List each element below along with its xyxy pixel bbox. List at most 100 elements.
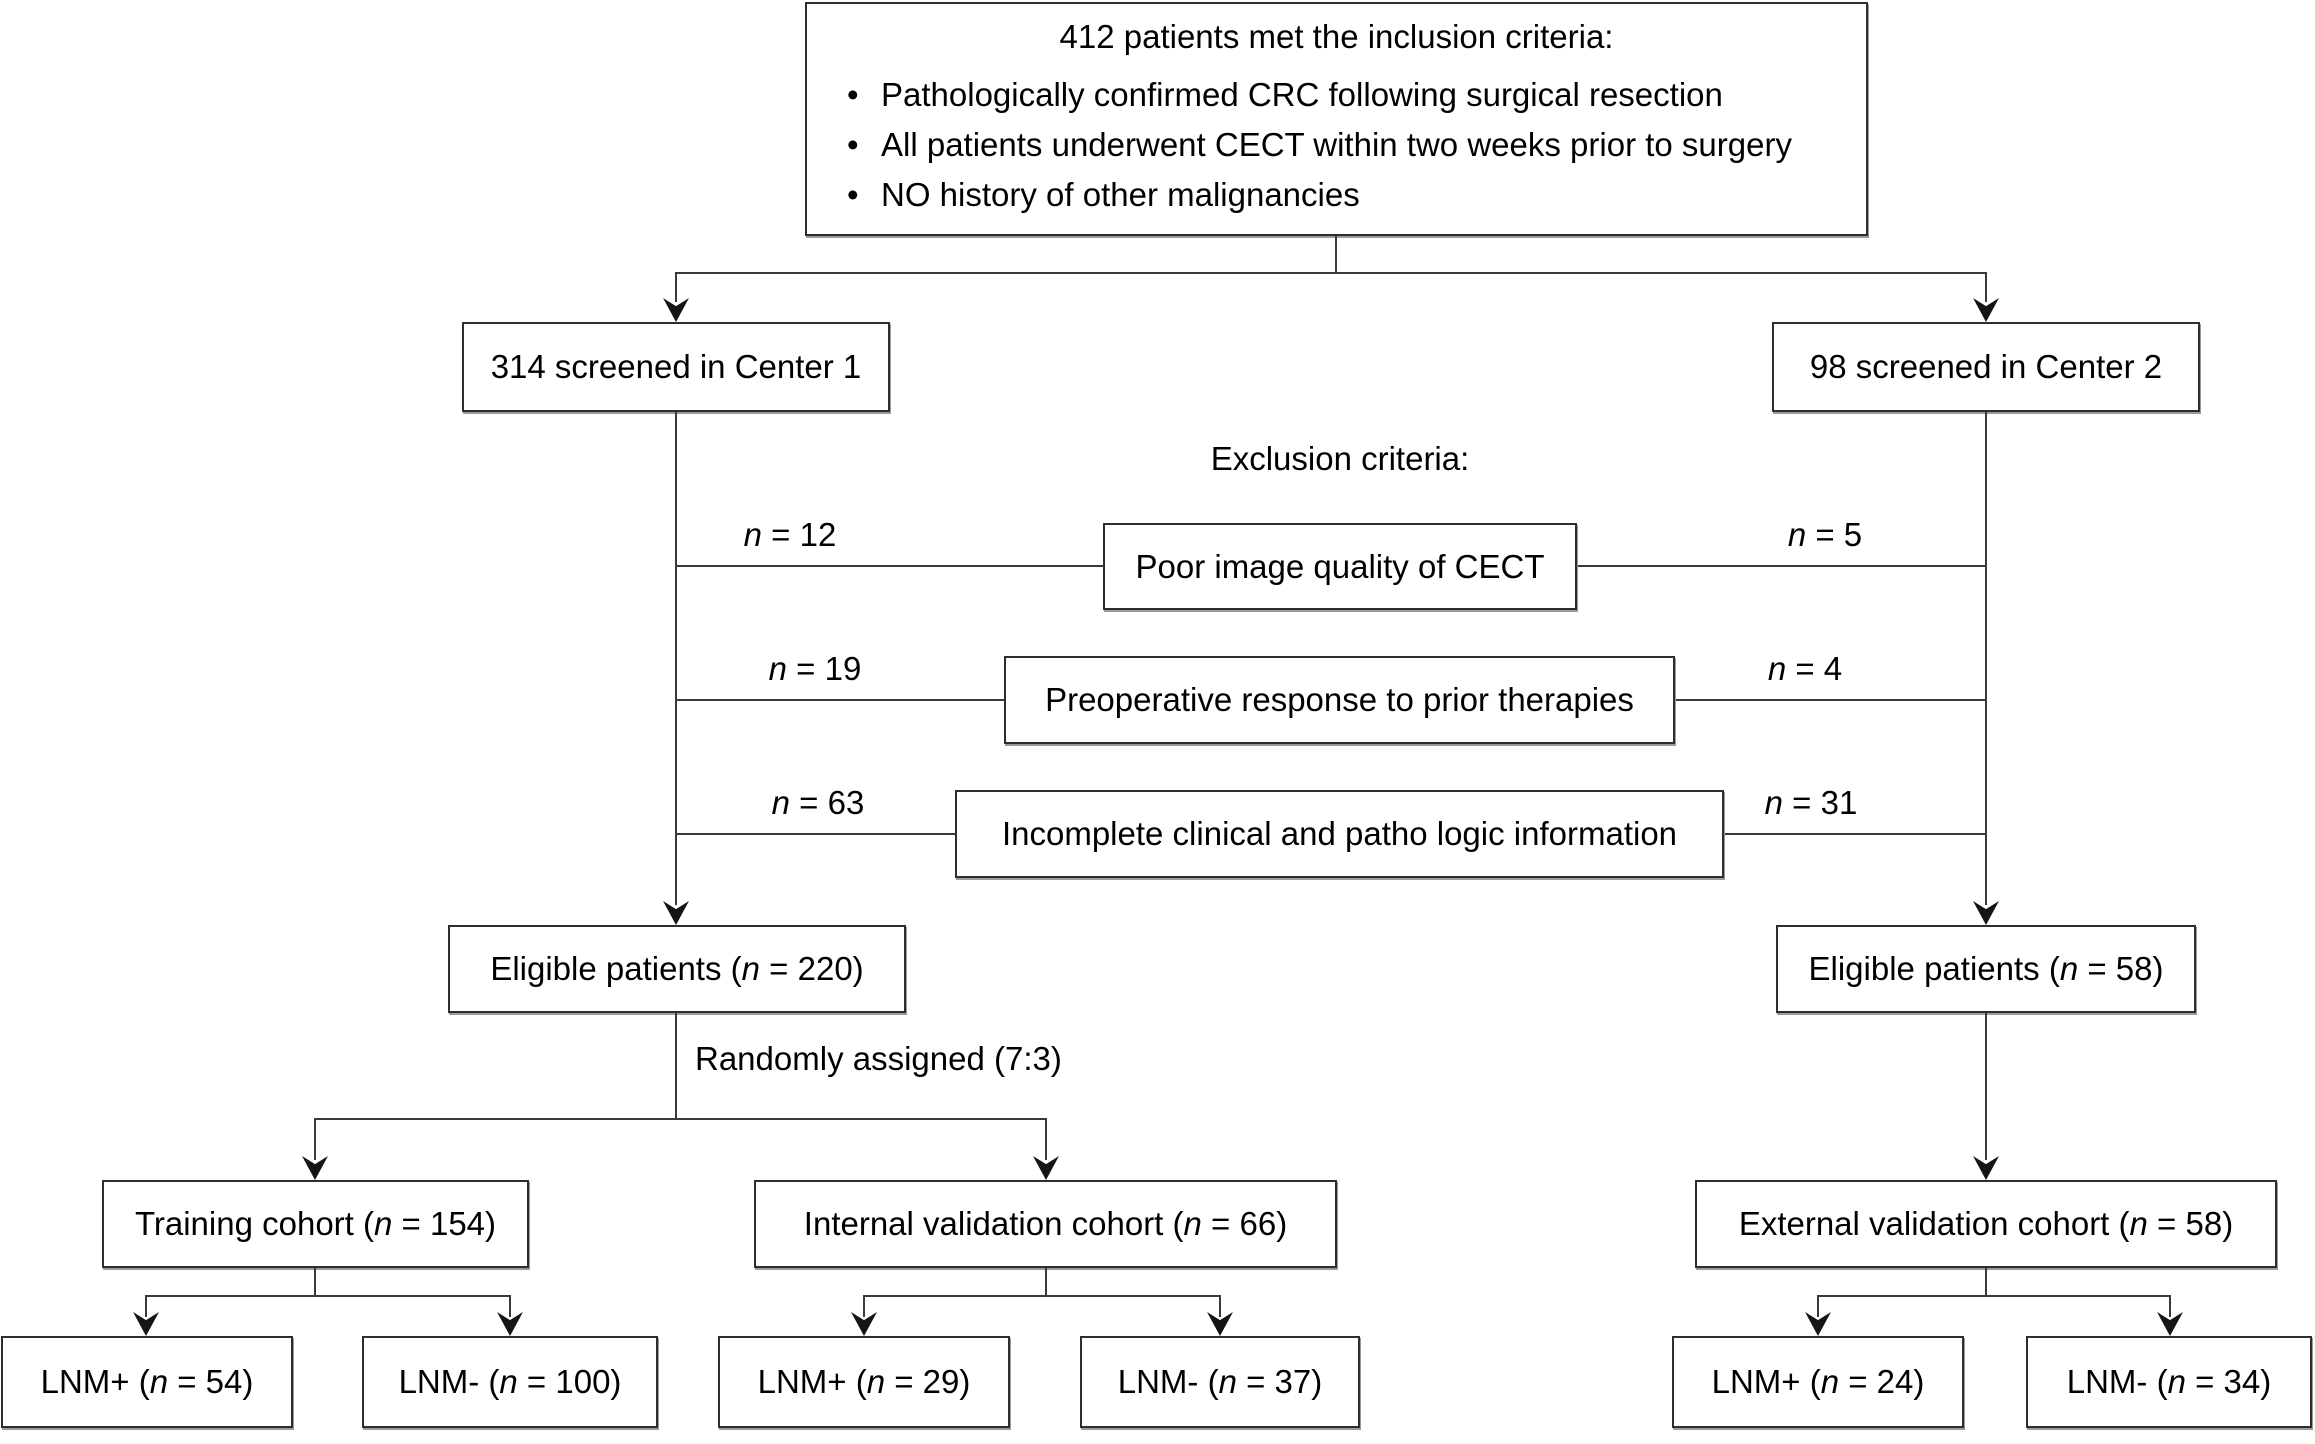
label-rest: = 58)	[2078, 950, 2164, 988]
connector-exclusion3-left	[677, 833, 955, 835]
label-pre: LNM+ (	[1711, 1363, 1821, 1401]
connector-top-branch	[675, 272, 1987, 274]
label-rest: = 220)	[760, 950, 864, 988]
connector-training-down	[314, 1268, 316, 1297]
connector-top-stub	[1335, 236, 1337, 274]
n-variable: n	[1218, 1363, 1237, 1401]
connector-training-branch	[145, 1295, 511, 1297]
eligible-center1-text: Eligible patients (n = 220)	[490, 950, 863, 988]
label-rest: = 154)	[392, 1205, 497, 1243]
label-pre: LNM+ (	[40, 1363, 150, 1401]
connector-drop-lnm-t-neg	[509, 1295, 511, 1317]
lnm-positive-external-box: LNM+ (n = 24)	[1672, 1336, 1964, 1428]
label-pre: Eligible patients (	[490, 950, 742, 988]
n-variable: n	[2059, 950, 2079, 988]
inclusion-bullet-1: • Pathologically confirmed CRC following…	[847, 76, 1840, 114]
label-pre: LNM+ (	[757, 1363, 867, 1401]
lnm-negative-external-text: LNM- (n = 34)	[2067, 1363, 2272, 1401]
label-rest: = 34)	[2185, 1363, 2272, 1401]
inclusion-bullet-1-text: Pathologically confirmed CRC following s…	[881, 75, 1723, 113]
excluded-n-right-3: n = 31	[1711, 784, 1911, 822]
exclusion-box-3: Incomplete clinical and patho logic info…	[955, 790, 1724, 878]
label-rest: = 100)	[517, 1363, 622, 1401]
excluded-n-left-1: n = 12	[690, 516, 890, 554]
lnm-negative-training-text: LNM- (n = 100)	[399, 1363, 622, 1401]
label-pre: Eligible patients (	[1808, 950, 2060, 988]
external-validation-cohort-box: External validation cohort (n = 58)	[1695, 1180, 2277, 1268]
n-value: = 4	[1786, 650, 1843, 687]
n-variable: n	[866, 1363, 886, 1401]
exclusion-box-2-text: Preoperative response to prior therapies	[1045, 681, 1634, 719]
screened-center2-box: 98 screened in Center 2	[1772, 322, 2200, 412]
connector-drop-center1	[675, 272, 677, 302]
n-value: = 12	[762, 516, 837, 553]
training-cohort-box: Training cohort (n = 154)	[102, 1180, 529, 1268]
n-variable: n	[741, 950, 760, 988]
n-variable: n	[768, 650, 788, 687]
connector-drop-lnm-e-neg	[2169, 1295, 2171, 1317]
excluded-n-left-3: n = 63	[718, 784, 918, 822]
n-value: = 5	[1806, 516, 1863, 553]
n-variable: n	[499, 1363, 518, 1401]
n-variable: n	[1787, 516, 1807, 553]
n-variable: n	[1183, 1205, 1202, 1243]
connector-internal-branch	[863, 1295, 1221, 1297]
lnm-positive-internal-text: LNM+ (n = 29)	[758, 1363, 971, 1401]
inclusion-bullet-2-text: All patients underwent CECT within two w…	[881, 125, 1792, 163]
connector-eligible1-down	[675, 1013, 677, 1120]
lnm-positive-training-text: LNM+ (n = 54)	[41, 1363, 254, 1401]
eligible-center2-text: Eligible patients (n = 58)	[1809, 950, 2164, 988]
internal-validation-cohort-box: Internal validation cohort (n = 66)	[754, 1180, 1337, 1268]
connector-random-branch	[314, 1118, 1047, 1120]
connector-exclusion3-right	[1724, 833, 1986, 835]
inclusion-bullet-2: • All patients underwent CECT within two…	[847, 126, 1840, 164]
exclusion-heading: Exclusion criteria:	[1210, 440, 1470, 477]
label-rest: = 37)	[1236, 1363, 1323, 1401]
n-variable: n	[743, 516, 763, 553]
connector-eligible2-down	[1985, 1013, 1987, 1160]
connector-exclusion2-right	[1675, 699, 1986, 701]
n-variable: n	[1767, 650, 1787, 687]
lnm-negative-external-box: LNM- (n = 34)	[2026, 1336, 2312, 1428]
n-variable: n	[149, 1363, 169, 1401]
exclusion-box-3-text: Incomplete clinical and patho logic info…	[1001, 815, 1678, 853]
eligible-center2-box: Eligible patients (n = 58)	[1776, 925, 2196, 1013]
bullet-icon: •	[847, 175, 859, 213]
n-value: = 63	[790, 784, 865, 821]
screened-center1-box: 314 screened in Center 1	[462, 322, 890, 412]
n-variable: n	[1820, 1363, 1840, 1401]
lnm-negative-internal-box: LNM- (n = 37)	[1080, 1336, 1360, 1428]
internal-validation-cohort-text: Internal validation cohort (n = 66)	[804, 1205, 1287, 1243]
label-rest: = 58)	[2147, 1205, 2234, 1243]
bullet-icon: •	[847, 125, 859, 163]
connector-exclusion2-left	[677, 699, 1004, 701]
label-pre: LNM- (	[2066, 1363, 2168, 1401]
inclusion-title: 412 patients met the inclusion criteria:	[1059, 18, 1614, 55]
excluded-n-left-2: n = 19	[715, 650, 915, 688]
excluded-n-right-2: n = 4	[1705, 650, 1905, 688]
connector-trunk-right	[1985, 412, 1987, 905]
screened-center1-text: 314 screened in Center 1	[490, 348, 862, 386]
screened-center2-text: 98 screened in Center 2	[1809, 348, 2163, 386]
bullet-icon: •	[847, 75, 859, 113]
label-rest: = 66)	[1201, 1205, 1288, 1243]
training-cohort-text: Training cohort (n = 154)	[135, 1205, 496, 1243]
exclusion-box-2: Preoperative response to prior therapies	[1004, 656, 1675, 744]
connector-exclusion1-right	[1577, 565, 1986, 567]
connector-drop-lnm-i-neg	[1219, 1295, 1221, 1317]
connector-external-branch	[1817, 1295, 2171, 1297]
label-pre: Internal validation cohort (	[803, 1205, 1184, 1243]
inclusion-criteria-box: 412 patients met the inclusion criteria:…	[805, 2, 1868, 236]
excluded-n-right-1: n = 5	[1725, 516, 1925, 554]
connector-drop-center2	[1985, 272, 1987, 302]
label-rest: = 54)	[168, 1363, 254, 1401]
label-rest: = 29)	[885, 1363, 971, 1401]
lnm-negative-internal-text: LNM- (n = 37)	[1118, 1363, 1323, 1401]
inclusion-bullet-3-text: NO history of other malignancies	[881, 175, 1360, 213]
connector-drop-training	[314, 1118, 316, 1160]
lnm-positive-training-box: LNM+ (n = 54)	[1, 1336, 293, 1428]
connector-external-down	[1985, 1268, 1987, 1297]
external-validation-cohort-text: External validation cohort (n = 58)	[1739, 1205, 2233, 1243]
lnm-negative-training-box: LNM- (n = 100)	[362, 1336, 658, 1428]
